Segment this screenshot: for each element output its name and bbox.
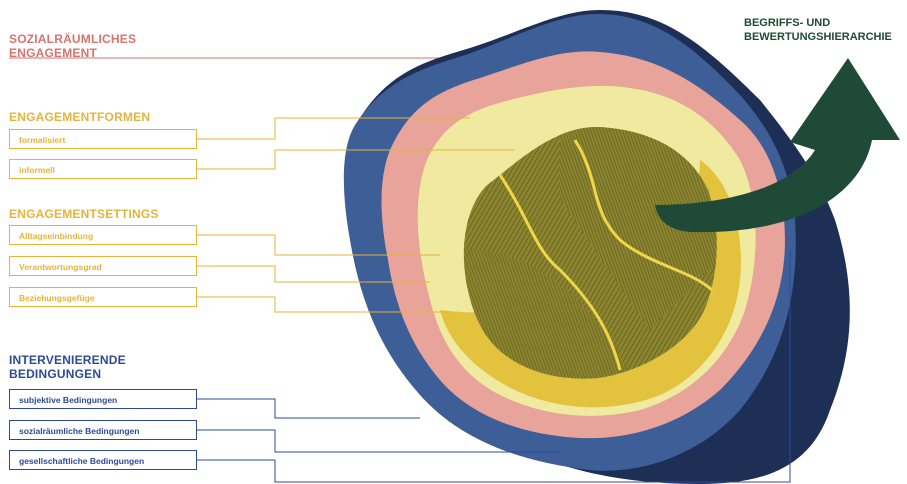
arrow-label: BEGRIFFS- UND BEWERTUNGSHIERARCHIE <box>744 16 892 44</box>
heading-intervenierende-bedingungen: INTERVENIERENDE BEDINGUNGEN <box>9 353 126 381</box>
box-informell: informell <box>9 159 197 179</box>
box-subjektive-bedingungen: subjektive Bedingungen <box>9 389 197 409</box>
box-beziehungsgefuege: Beziehungsgefüge <box>9 287 197 307</box>
box-sozialraeumliche-bedingungen: sozialräumliche Bedingungen <box>9 420 197 440</box>
box-gesellschaftliche-bedingungen: gesellschaftliche Bedingungen <box>9 450 197 470</box>
box-verantwortungsgrad: Verantwortungsgrad <box>9 256 197 276</box>
heading-engagementformen: ENGAGEMENTFORMEN <box>9 110 150 124</box>
heading-engagementsettings: ENGAGEMENTSETTINGS <box>9 207 159 221</box>
heading-sozialraeumliches-engagement: SOZIALRÄUMLICHES ENGAGEMENT <box>9 32 136 60</box>
box-formalisiert: formalisiert <box>9 129 197 149</box>
box-alltagseinbindung: Alltagseinbindung <box>9 225 197 245</box>
